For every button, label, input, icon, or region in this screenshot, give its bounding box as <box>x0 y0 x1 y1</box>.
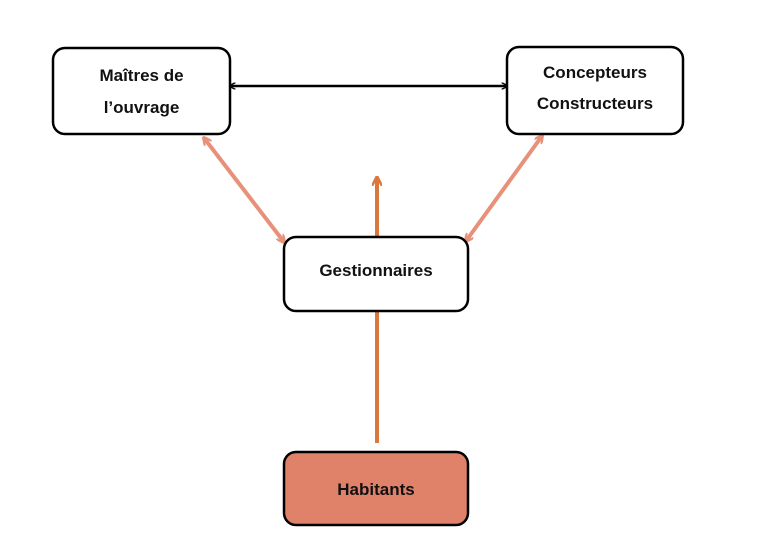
node-concepteurs-box <box>505 45 685 136</box>
node-maitres-line2: l’ouvrage <box>104 98 180 117</box>
arrow-maitres-gestionnaires <box>204 138 284 242</box>
arrow-concepteurs-gestionnaires <box>466 136 542 241</box>
node-habitants: Habitants <box>282 450 470 527</box>
node-gestionnaires-label: Gestionnaires <box>319 261 432 280</box>
node-maitres-box <box>51 46 232 136</box>
node-maitres-ouvrage: Maîtres de l’ouvrage <box>51 46 232 136</box>
node-habitants-label: Habitants <box>337 480 414 499</box>
node-maitres-line1: Maîtres de <box>99 66 183 85</box>
node-habitants-box <box>282 450 470 527</box>
node-gestionnaires: Gestionnaires <box>282 235 470 313</box>
node-concepteurs-line1: Concepteurs <box>543 63 647 82</box>
node-concepteurs-constructeurs: Concepteurs Constructeurs <box>505 45 685 136</box>
node-gestionnaires-box <box>282 235 470 313</box>
node-concepteurs-line2: Constructeurs <box>537 94 653 113</box>
